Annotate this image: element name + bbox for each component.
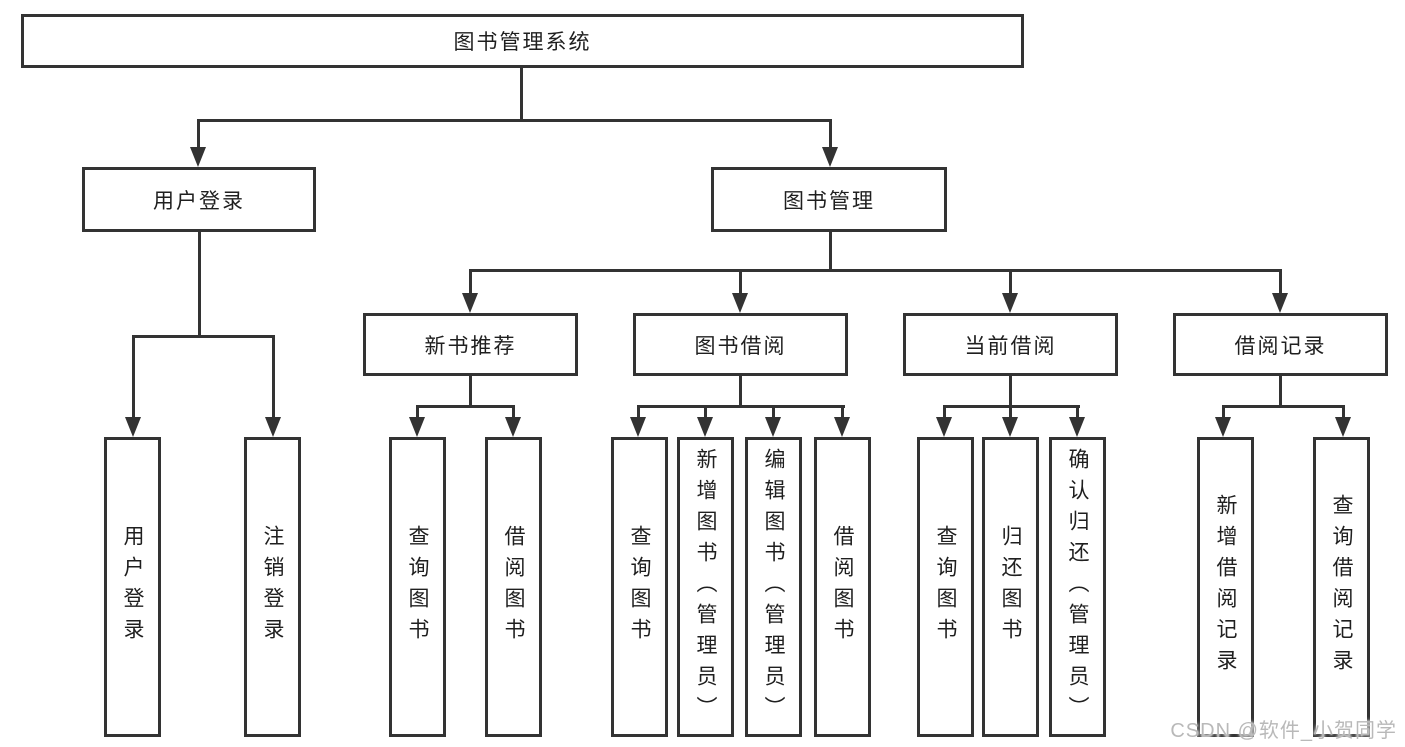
arrowhead-down-leaf-logout xyxy=(265,417,281,437)
arrowhead-down-book-borrowing xyxy=(732,293,748,313)
node-book-borrowing-label: 图书借阅 xyxy=(694,334,787,358)
leaf-user-login-label: 用户登录 xyxy=(121,525,144,649)
node-current-borrowing-label: 当前借阅 xyxy=(964,334,1057,358)
leaf-newbook-borrow-books-label: 借阅图书 xyxy=(502,525,525,649)
leaf-newbook-query-books-label: 查询图书 xyxy=(406,525,429,649)
connector-borrowing-drop-3 xyxy=(772,405,775,419)
connector-borrowing-stem xyxy=(739,376,742,408)
csdn-watermark: CSDN @软件_小贺同学 xyxy=(1170,720,1397,742)
arrowhead-down-current-query xyxy=(936,417,952,437)
leaf-confirm-return-admin-label: 确认归还（管理员） xyxy=(1066,447,1089,727)
leaf-logout-login-label: 注销登录 xyxy=(261,525,284,649)
connector-records-horizontal xyxy=(1222,405,1345,408)
connector-drop-new-book xyxy=(469,269,472,295)
node-new-book-recommend: 新书推荐 xyxy=(363,313,578,376)
connector-newbook-stem xyxy=(469,376,472,408)
node-user-login-label: 用户登录 xyxy=(153,189,245,213)
connector-records-drop-2 xyxy=(1342,405,1345,419)
arrowhead-down-borrowing-edit xyxy=(765,417,781,437)
arrowhead-down-current-return xyxy=(1002,417,1018,437)
connector-newbook-drop-1 xyxy=(416,405,419,419)
leaf-add-borrow-record: 新增借阅记录 xyxy=(1197,437,1254,737)
connector-drop-book-borrowing xyxy=(739,269,742,295)
arrowhead-down-book-management xyxy=(822,147,838,167)
leaf-query-borrow-record: 查询借阅记录 xyxy=(1313,437,1370,737)
leaf-user-login: 用户登录 xyxy=(104,437,161,737)
arrowhead-down-user-login xyxy=(190,147,206,167)
connector-user-login-right-drop xyxy=(272,335,275,420)
connector-borrowing-horizontal xyxy=(637,405,845,408)
arrowhead-down-current-confirm xyxy=(1069,417,1085,437)
leaf-return-books-label: 归还图书 xyxy=(999,525,1022,649)
leaf-edit-book-admin: 编辑图书（管理员） xyxy=(745,437,802,737)
node-new-book-recommend-label: 新书推荐 xyxy=(424,334,517,358)
arrowhead-down-new-book xyxy=(462,293,478,313)
node-library-system-label: 图书管理系统 xyxy=(453,31,592,54)
connector-root-stem xyxy=(520,68,523,121)
arrowhead-down-borrowing-borrow xyxy=(834,417,850,437)
leaf-confirm-return-admin: 确认归还（管理员） xyxy=(1049,437,1106,737)
leaf-edit-book-admin-label: 编辑图书（管理员） xyxy=(762,447,785,727)
leaf-borrowing-borrow-books-label: 借阅图书 xyxy=(831,525,854,649)
node-user-login: 用户登录 xyxy=(82,167,316,232)
connector-borrowing-drop-1 xyxy=(637,405,640,419)
arrowhead-down-leaf-user-login xyxy=(125,417,141,437)
arrowhead-down-records-query xyxy=(1335,417,1351,437)
connector-drop-current-borrowing xyxy=(1009,269,1012,295)
arrowhead-down-newbook-query xyxy=(409,417,425,437)
leaf-add-book-admin: 新增图书（管理员） xyxy=(677,437,734,737)
connector-root-right-drop xyxy=(829,119,832,149)
arrowhead-down-records-add xyxy=(1215,417,1231,437)
connector-records-stem xyxy=(1279,376,1282,408)
connector-user-login-stem xyxy=(198,232,201,337)
leaf-add-book-admin-label: 新增图书（管理员） xyxy=(694,447,717,727)
node-borrowing-records: 借阅记录 xyxy=(1173,313,1388,376)
connector-current-drop-2 xyxy=(1009,405,1012,419)
connector-newbook-horizontal xyxy=(416,405,515,408)
connector-records-drop-1 xyxy=(1222,405,1225,419)
arrowhead-down-borrowing-records xyxy=(1272,293,1288,313)
leaf-query-borrow-record-label: 查询借阅记录 xyxy=(1330,494,1353,680)
arrowhead-down-newbook-borrow xyxy=(505,417,521,437)
arrowhead-down-borrowing-query xyxy=(630,417,646,437)
connector-book-mgmt-stem xyxy=(829,232,832,272)
connector-borrowing-drop-2 xyxy=(704,405,707,419)
arrowhead-down-current-borrowing xyxy=(1002,293,1018,313)
leaf-borrowing-borrow-books: 借阅图书 xyxy=(814,437,871,737)
connector-book-mgmt-horizontal xyxy=(469,269,1282,272)
connector-current-stem xyxy=(1009,376,1012,408)
connector-drop-borrowing-records xyxy=(1279,269,1282,295)
node-book-management-label: 图书管理 xyxy=(783,189,875,213)
leaf-add-borrow-record-label: 新增借阅记录 xyxy=(1214,494,1237,680)
leaf-current-query-books-label: 查询图书 xyxy=(934,525,957,649)
leaf-current-query-books: 查询图书 xyxy=(917,437,974,737)
leaf-newbook-borrow-books: 借阅图书 xyxy=(485,437,542,737)
node-book-management: 图书管理 xyxy=(711,167,947,232)
connector-borrowing-drop-4 xyxy=(841,405,844,419)
connector-user-login-left-drop xyxy=(132,335,135,420)
connector-user-login-horizontal xyxy=(132,335,275,338)
connector-current-drop-3 xyxy=(1076,405,1079,419)
leaf-borrowing-query-books-label: 查询图书 xyxy=(628,525,651,649)
leaf-logout-login: 注销登录 xyxy=(244,437,301,737)
leaf-newbook-query-books: 查询图书 xyxy=(389,437,446,737)
node-current-borrowing: 当前借阅 xyxy=(903,313,1118,376)
node-borrowing-records-label: 借阅记录 xyxy=(1234,334,1327,358)
node-book-borrowing: 图书借阅 xyxy=(633,313,848,376)
leaf-borrowing-query-books: 查询图书 xyxy=(611,437,668,737)
connector-newbook-drop-2 xyxy=(512,405,515,419)
node-library-system: 图书管理系统 xyxy=(21,14,1024,68)
connector-root-horizontal xyxy=(197,119,832,122)
connector-root-left-drop xyxy=(197,119,200,149)
connector-current-drop-1 xyxy=(943,405,946,419)
leaf-return-books: 归还图书 xyxy=(982,437,1039,737)
arrowhead-down-borrowing-add xyxy=(697,417,713,437)
